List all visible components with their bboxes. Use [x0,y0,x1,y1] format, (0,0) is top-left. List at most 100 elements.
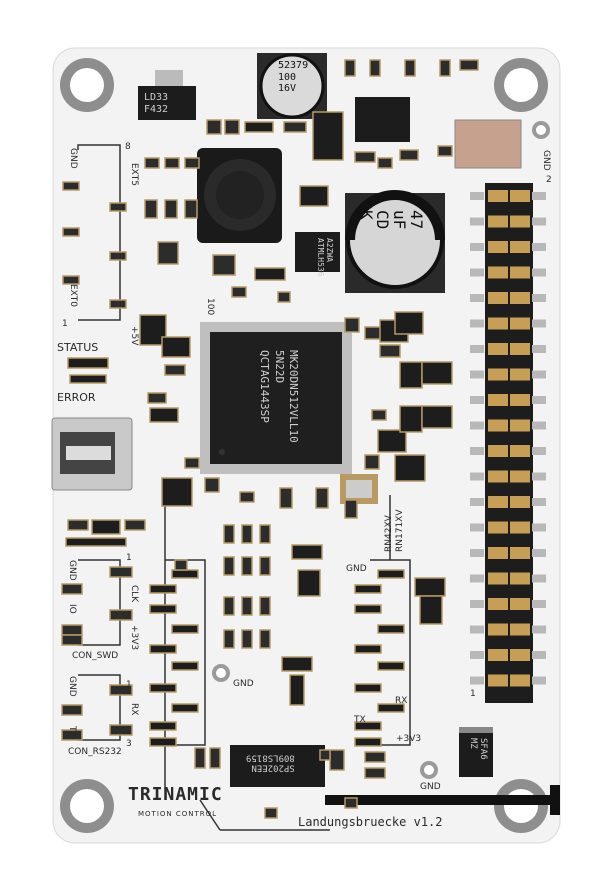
header-solder-pad [532,243,546,251]
smd-component [421,405,453,429]
smd-component [171,661,199,671]
silk-bar-edge [550,785,560,815]
board-name: Landungsbruecke v1.2 [298,815,443,829]
smd-component [149,683,177,693]
smd-component [149,407,179,423]
header-solder-pad [470,625,484,634]
smd-component [164,364,186,376]
header-solder-pad [532,192,546,200]
smd-component [369,59,381,77]
header-solder-pad [470,268,484,277]
header-solder-pad [470,574,484,583]
mounting-hole-tl [60,58,114,112]
header-pin [488,343,508,355]
brand-subtitle: MOTION CONTROL [138,810,218,818]
label-error: ERROR [57,391,96,404]
regulator-ld33 [138,86,196,120]
smd-component [377,624,405,634]
smd-component [61,583,83,595]
smd-component [144,199,158,219]
header-pin [510,496,530,508]
label-gnd-rs232: GND [67,676,77,697]
bottom-ic-marking: SP202EEN 809LS8159 [246,752,295,773]
smd-component [371,409,387,421]
smd-component [354,151,376,163]
header-pin [510,572,530,585]
smd-component [204,477,220,493]
smd-component [212,254,236,276]
diode-bottom [459,727,493,777]
header-solder-pad [532,498,546,506]
header-pin [510,368,530,381]
smd-component [344,499,358,519]
smd-component [164,199,178,219]
label-pin1a: 1 [62,319,68,329]
smd-component [354,683,382,693]
diode-marking: SFA6 MZ [467,738,488,760]
atmel-marking: A2ZWA ATMLH536 [315,238,334,277]
smd-component [149,737,177,747]
electrolytic-cap-small [259,53,325,119]
header-solder-pad [532,268,546,277]
label-gnd-mid: GND [233,679,254,689]
smd-component [259,596,271,616]
smd-component [241,556,253,576]
smd-component [379,344,401,358]
mounting-hole-br [494,779,548,833]
smd-component [319,749,331,761]
header-solder-pad [532,472,546,481]
header-pin [510,547,530,559]
smd-component [184,199,198,219]
smd-component [224,119,240,135]
smd-component [377,157,393,169]
header-solder-pad [470,294,484,302]
smd-component [209,747,221,769]
smd-component [149,644,177,654]
header-pin [510,292,530,304]
smd-component [171,569,199,579]
header-pin [510,190,530,202]
header-solder-pad [532,651,546,659]
header-pin [510,649,530,661]
smd-component [344,59,356,77]
smd-component [414,577,446,597]
label-tx-left: TX [67,726,77,738]
smd-component [223,596,235,616]
smd-component [144,157,160,169]
smd-component [91,519,121,535]
header-pin [488,419,508,432]
smd-component [404,59,416,77]
ic-top-right [355,97,410,142]
smd-component [259,524,271,544]
mcu-marking: MK20DN512VLL10 5N22D QCTAG1443SP [258,350,300,443]
smd-component [62,275,80,285]
smd-component [289,674,305,706]
label-ext0: EXT0 [68,284,78,307]
header-pin [488,496,508,508]
header-solder-pad [470,370,484,379]
tantalum-cap [454,119,522,169]
label-gnd-swd: GND [67,560,77,581]
header-pin [510,394,530,406]
smd-component [61,704,83,716]
label-3v3-right: +3V3 [396,734,422,744]
header-solder-pad [470,319,484,328]
smd-component [184,157,200,169]
smd-component [109,251,127,261]
smd-component [194,747,206,769]
header-solder-pad [532,319,546,328]
header-solder-pad [470,549,484,557]
smd-component [62,181,80,191]
smd-component [239,491,255,503]
smd-component [354,584,382,594]
header-solder-pad [470,217,484,226]
smd-component [297,569,321,597]
header-solder-pad [532,574,546,583]
smd-component [399,149,419,161]
header-pin [488,547,508,559]
smd-component [241,524,253,544]
header-pin [510,317,530,330]
smd-component [377,429,407,453]
header-solder-pad [470,472,484,481]
